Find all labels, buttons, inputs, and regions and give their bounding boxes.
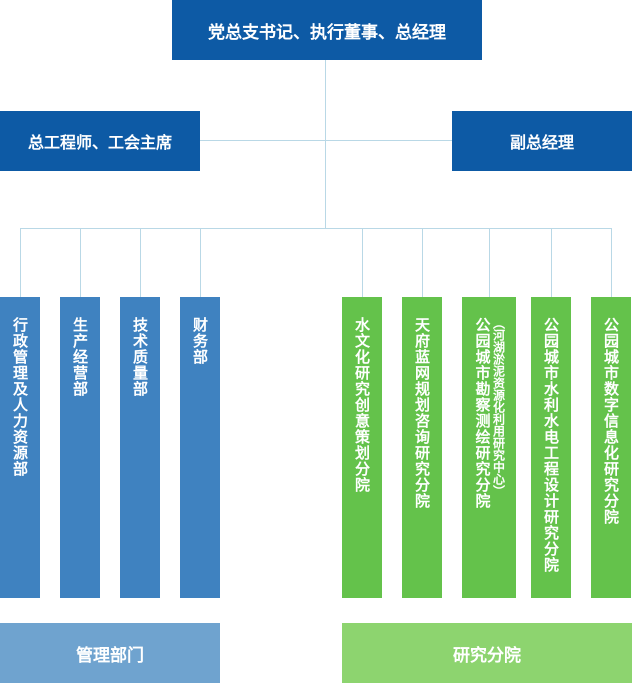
- research-footer: 研究分院: [342, 623, 632, 683]
- branch-label: 公园城市水利水电工程设计研究分院: [542, 317, 560, 573]
- branch-column: 天府蓝网规划咨询研究分院: [402, 297, 442, 598]
- connector-bottom-bar: [20, 228, 612, 229]
- connector-trunk: [325, 60, 326, 228]
- deputy-manager-label: 副总经理: [509, 133, 574, 152]
- connector-drop: [489, 228, 490, 297]
- department-label: 生产经营部: [71, 317, 89, 397]
- connector-drop: [80, 228, 81, 297]
- connector-drop: [362, 228, 363, 297]
- research-footer-label: 研究分院: [453, 645, 521, 666]
- connector-drop: [20, 228, 21, 297]
- connector-drop: [200, 228, 201, 297]
- department-column: 生产经营部: [60, 297, 100, 598]
- department-label: 财务部: [191, 317, 209, 365]
- department-label: 行政管理及人力资源部: [11, 317, 29, 477]
- branch-column: 公园城市水利水电工程设计研究分院: [531, 297, 571, 598]
- branch-label: 天府蓝网规划咨询研究分院: [413, 317, 431, 509]
- branch-label: 水文化研究创意策划分院: [353, 317, 371, 493]
- chief-engineer-box: 总工程师、工会主席: [0, 111, 200, 171]
- department-column: 技术质量部: [120, 297, 160, 598]
- deputy-manager-box: 副总经理: [452, 111, 632, 171]
- department-column: 行政管理及人力资源部: [0, 297, 40, 598]
- chief-engineer-label: 总工程师、工会主席: [27, 133, 172, 152]
- management-footer: 管理部门: [0, 623, 220, 683]
- connector-drop: [611, 228, 612, 297]
- connector-drop: [422, 228, 423, 297]
- connector-middle-bar: [200, 140, 452, 141]
- branch-column: 公园城市勘察测绘研究分院 （河湖淤泥资源化利用研究中心）: [462, 297, 516, 598]
- connector-drop: [551, 228, 552, 297]
- branch-label: 公园城市数字信息化研究分院: [602, 317, 620, 525]
- branch-label: 公园城市勘察测绘研究分院: [473, 317, 492, 509]
- branch-column: 公园城市数字信息化研究分院: [591, 297, 631, 598]
- branch-column: 水文化研究创意策划分院: [342, 297, 382, 598]
- branch-note: （河湖淤泥资源化利用研究中心）: [491, 317, 506, 497]
- top-executive-box: 党总支书记、执行董事、总经理: [172, 0, 482, 60]
- department-label: 技术质量部: [131, 317, 149, 397]
- department-column: 财务部: [180, 297, 220, 598]
- management-footer-label: 管理部门: [76, 645, 144, 666]
- top-executive-label: 党总支书记、执行董事、总经理: [208, 22, 446, 43]
- connector-drop: [140, 228, 141, 297]
